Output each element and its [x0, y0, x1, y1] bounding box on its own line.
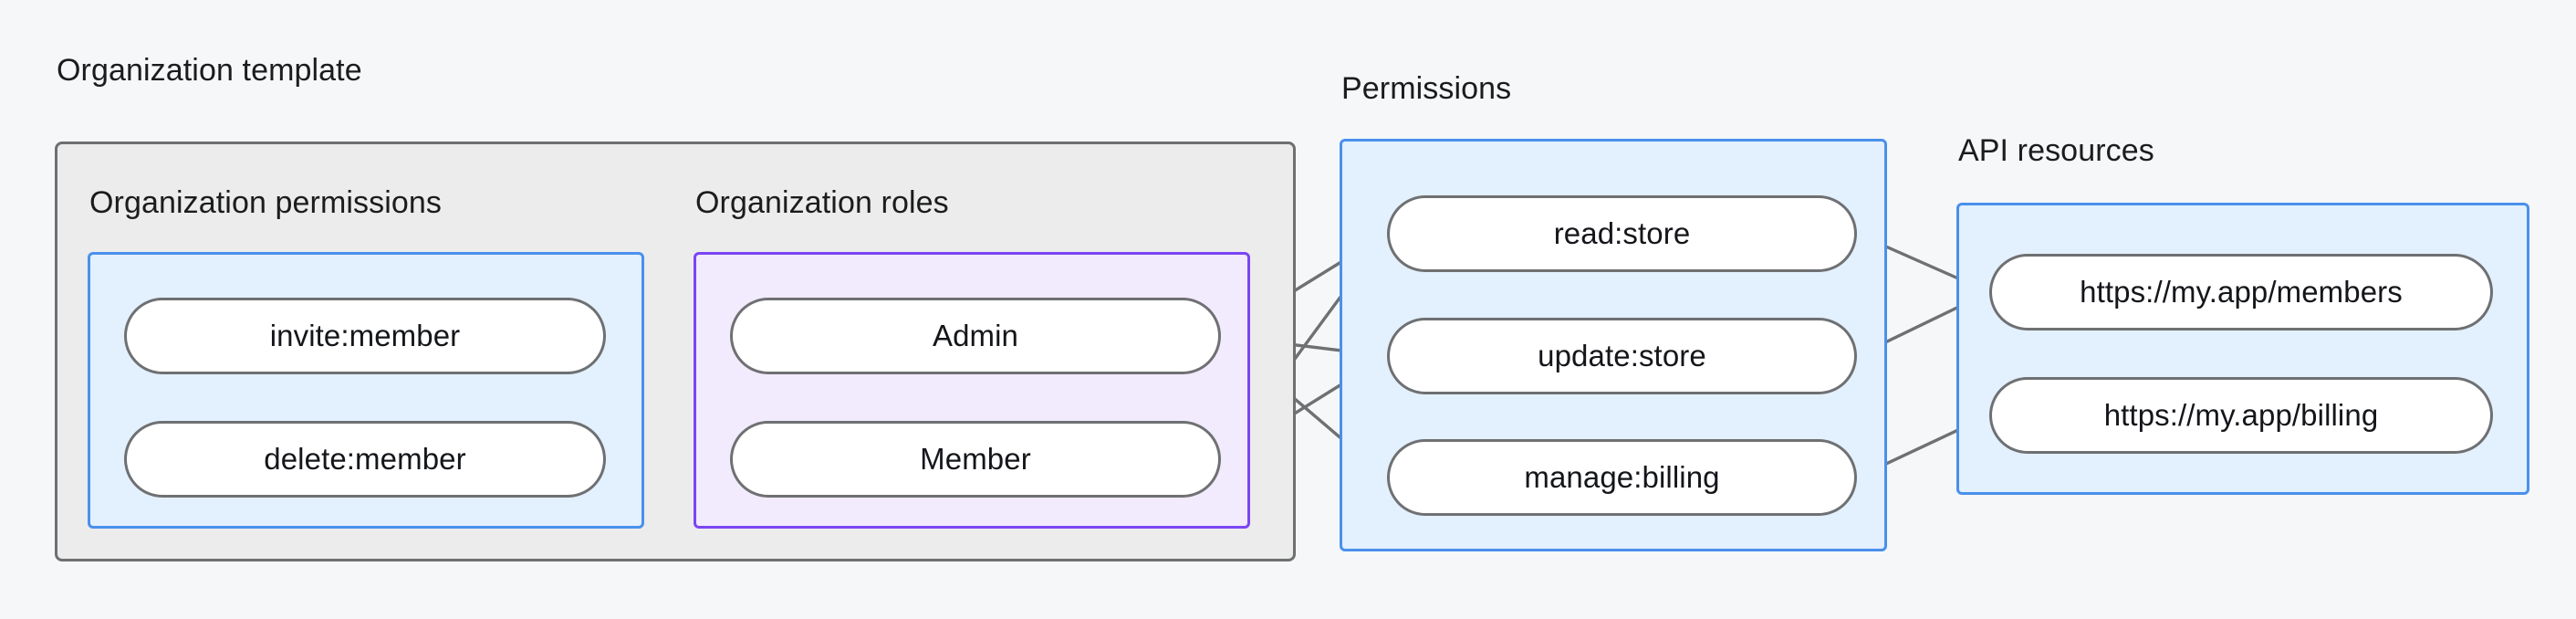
node-admin[interactable]: Admin [730, 298, 1221, 374]
node-manage-billing[interactable]: manage:billing [1387, 439, 1857, 516]
group-label-organization-roles: Organization roles [695, 185, 949, 220]
node-invite-member[interactable]: invite:member [124, 298, 606, 374]
group-label-api-resources: API resources [1958, 133, 2154, 168]
node-member[interactable]: Member [730, 421, 1221, 498]
node-my-app-members[interactable]: https://my.app/members [1989, 254, 2493, 330]
group-label-permissions: Permissions [1341, 71, 1512, 106]
node-delete-member[interactable]: delete:member [124, 421, 606, 498]
node-read-store[interactable]: read:store [1387, 195, 1857, 272]
group-label-organization-permissions: Organization permissions [89, 185, 443, 220]
node-my-app-billing[interactable]: https://my.app/billing [1989, 377, 2493, 454]
node-update-store[interactable]: update:store [1387, 318, 1857, 394]
group-label-organization-template: Organization template [57, 53, 362, 88]
